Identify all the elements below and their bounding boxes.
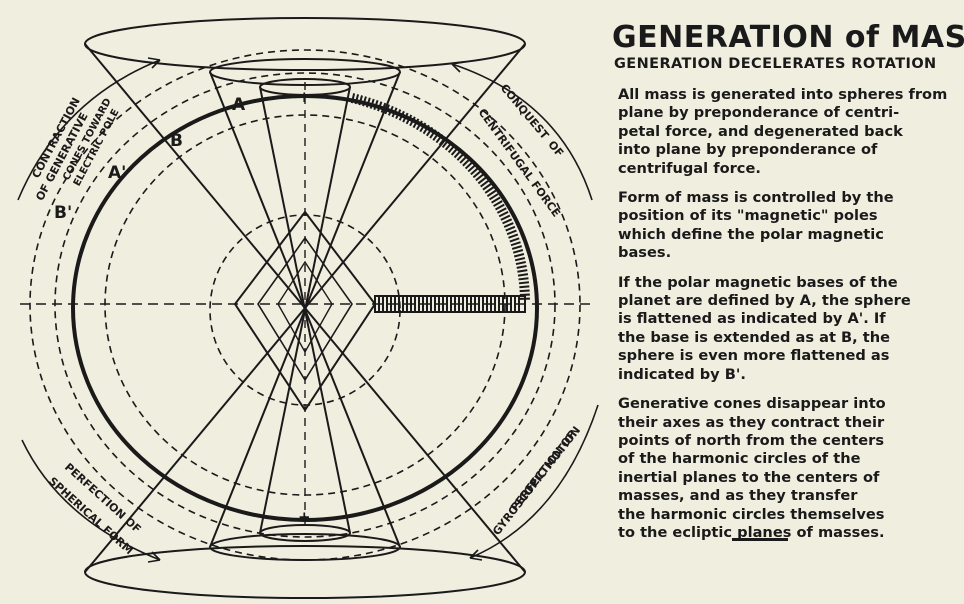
generation-of-mass-diagram: A B A' B' + + CONTRACTION OF GENERATIVE … [17,17,599,599]
paragraph-line: All mass is generated into spheres from [618,86,948,103]
paragraph-line: plane by preponderance of centri- [618,104,900,122]
harmonic-circle-b [54,72,556,538]
paragraph-1: All mass is generated into spheres from … [618,86,952,178]
label-plus-bottom: + [298,508,311,526]
end-rule-divider [732,538,788,541]
paragraph-2: Form of mass is controlled by the positi… [618,189,952,263]
paragraph-line: bases. [618,244,672,262]
contraction-arrow [17,59,161,201]
label-a-prime: A' [108,163,126,183]
paragraph-line: which define the polar magnetic [618,225,884,243]
paragraph-line: sphere is even more flattened as [618,347,890,365]
paragraph-line: petal force, and degenerated back [618,122,903,140]
paragraph-line: the base is extended as at B, the [618,328,891,346]
paragraph-line: masses, and as they transfer [618,487,858,505]
paragraph-3: If the polar magnetic bases of the plane… [618,274,952,384]
conquest-arrow [451,63,593,201]
centrifugal-hatched-arc [350,93,530,301]
central-diamond-inner [277,260,333,354]
paragraph-line: centrifugal force. [618,159,761,177]
label-conquest-3: CENTRIFUGAL FORCE [476,106,563,219]
paragraph-line: their axes as they contract their [618,413,885,431]
centrifugal-hatched-bar [374,295,526,313]
outer-cone-bottom-rim [84,545,526,599]
paragraph-4: Generative cones disappear into their ax… [618,395,952,542]
perfection-gyro-arrow [469,404,599,559]
paragraph-line: planet are defined by A, the sphere [618,292,911,310]
paragraph-line: position of its "magnetic" poles [618,207,878,225]
paragraph-line: the harmonic circles themselves [618,505,885,523]
perfection-form-arrow [21,439,161,561]
harmonic-circle-outer [29,49,581,561]
label-a: A [232,95,246,115]
paragraph-line: indicated by B'. [618,365,746,383]
paragraph-line: Form of mass is controlled by the [618,189,894,207]
label-plus-top: + [298,88,311,106]
page-subtitle: GENERATION DECELERATES ROTATION [614,56,937,72]
paragraph-line: of the harmonic circles of the [618,450,861,468]
central-diamond-middle [257,236,353,382]
label-b: B [170,131,183,151]
paragraph-line: is flattened as indicated by A'. If [618,310,886,328]
paragraph-line: If the polar magnetic bases of the [618,273,898,291]
paragraph-line: Generative cones disappear into [618,395,886,413]
label-b-prime: B' [54,203,72,223]
page-title: GENERATION of MASS [612,20,964,55]
paragraph-line: to the ecliptic planes of masses. [618,523,885,541]
paragraph-line: inertial planes to the centers of [618,468,880,486]
paragraph-line: into plane by preponderance of [618,141,878,159]
text-panel: GENERATION of MASS GENERATION DECELERATE… [612,20,964,592]
paragraph-line: points of north from the centers [618,431,885,449]
central-diamond-outer [233,210,377,412]
